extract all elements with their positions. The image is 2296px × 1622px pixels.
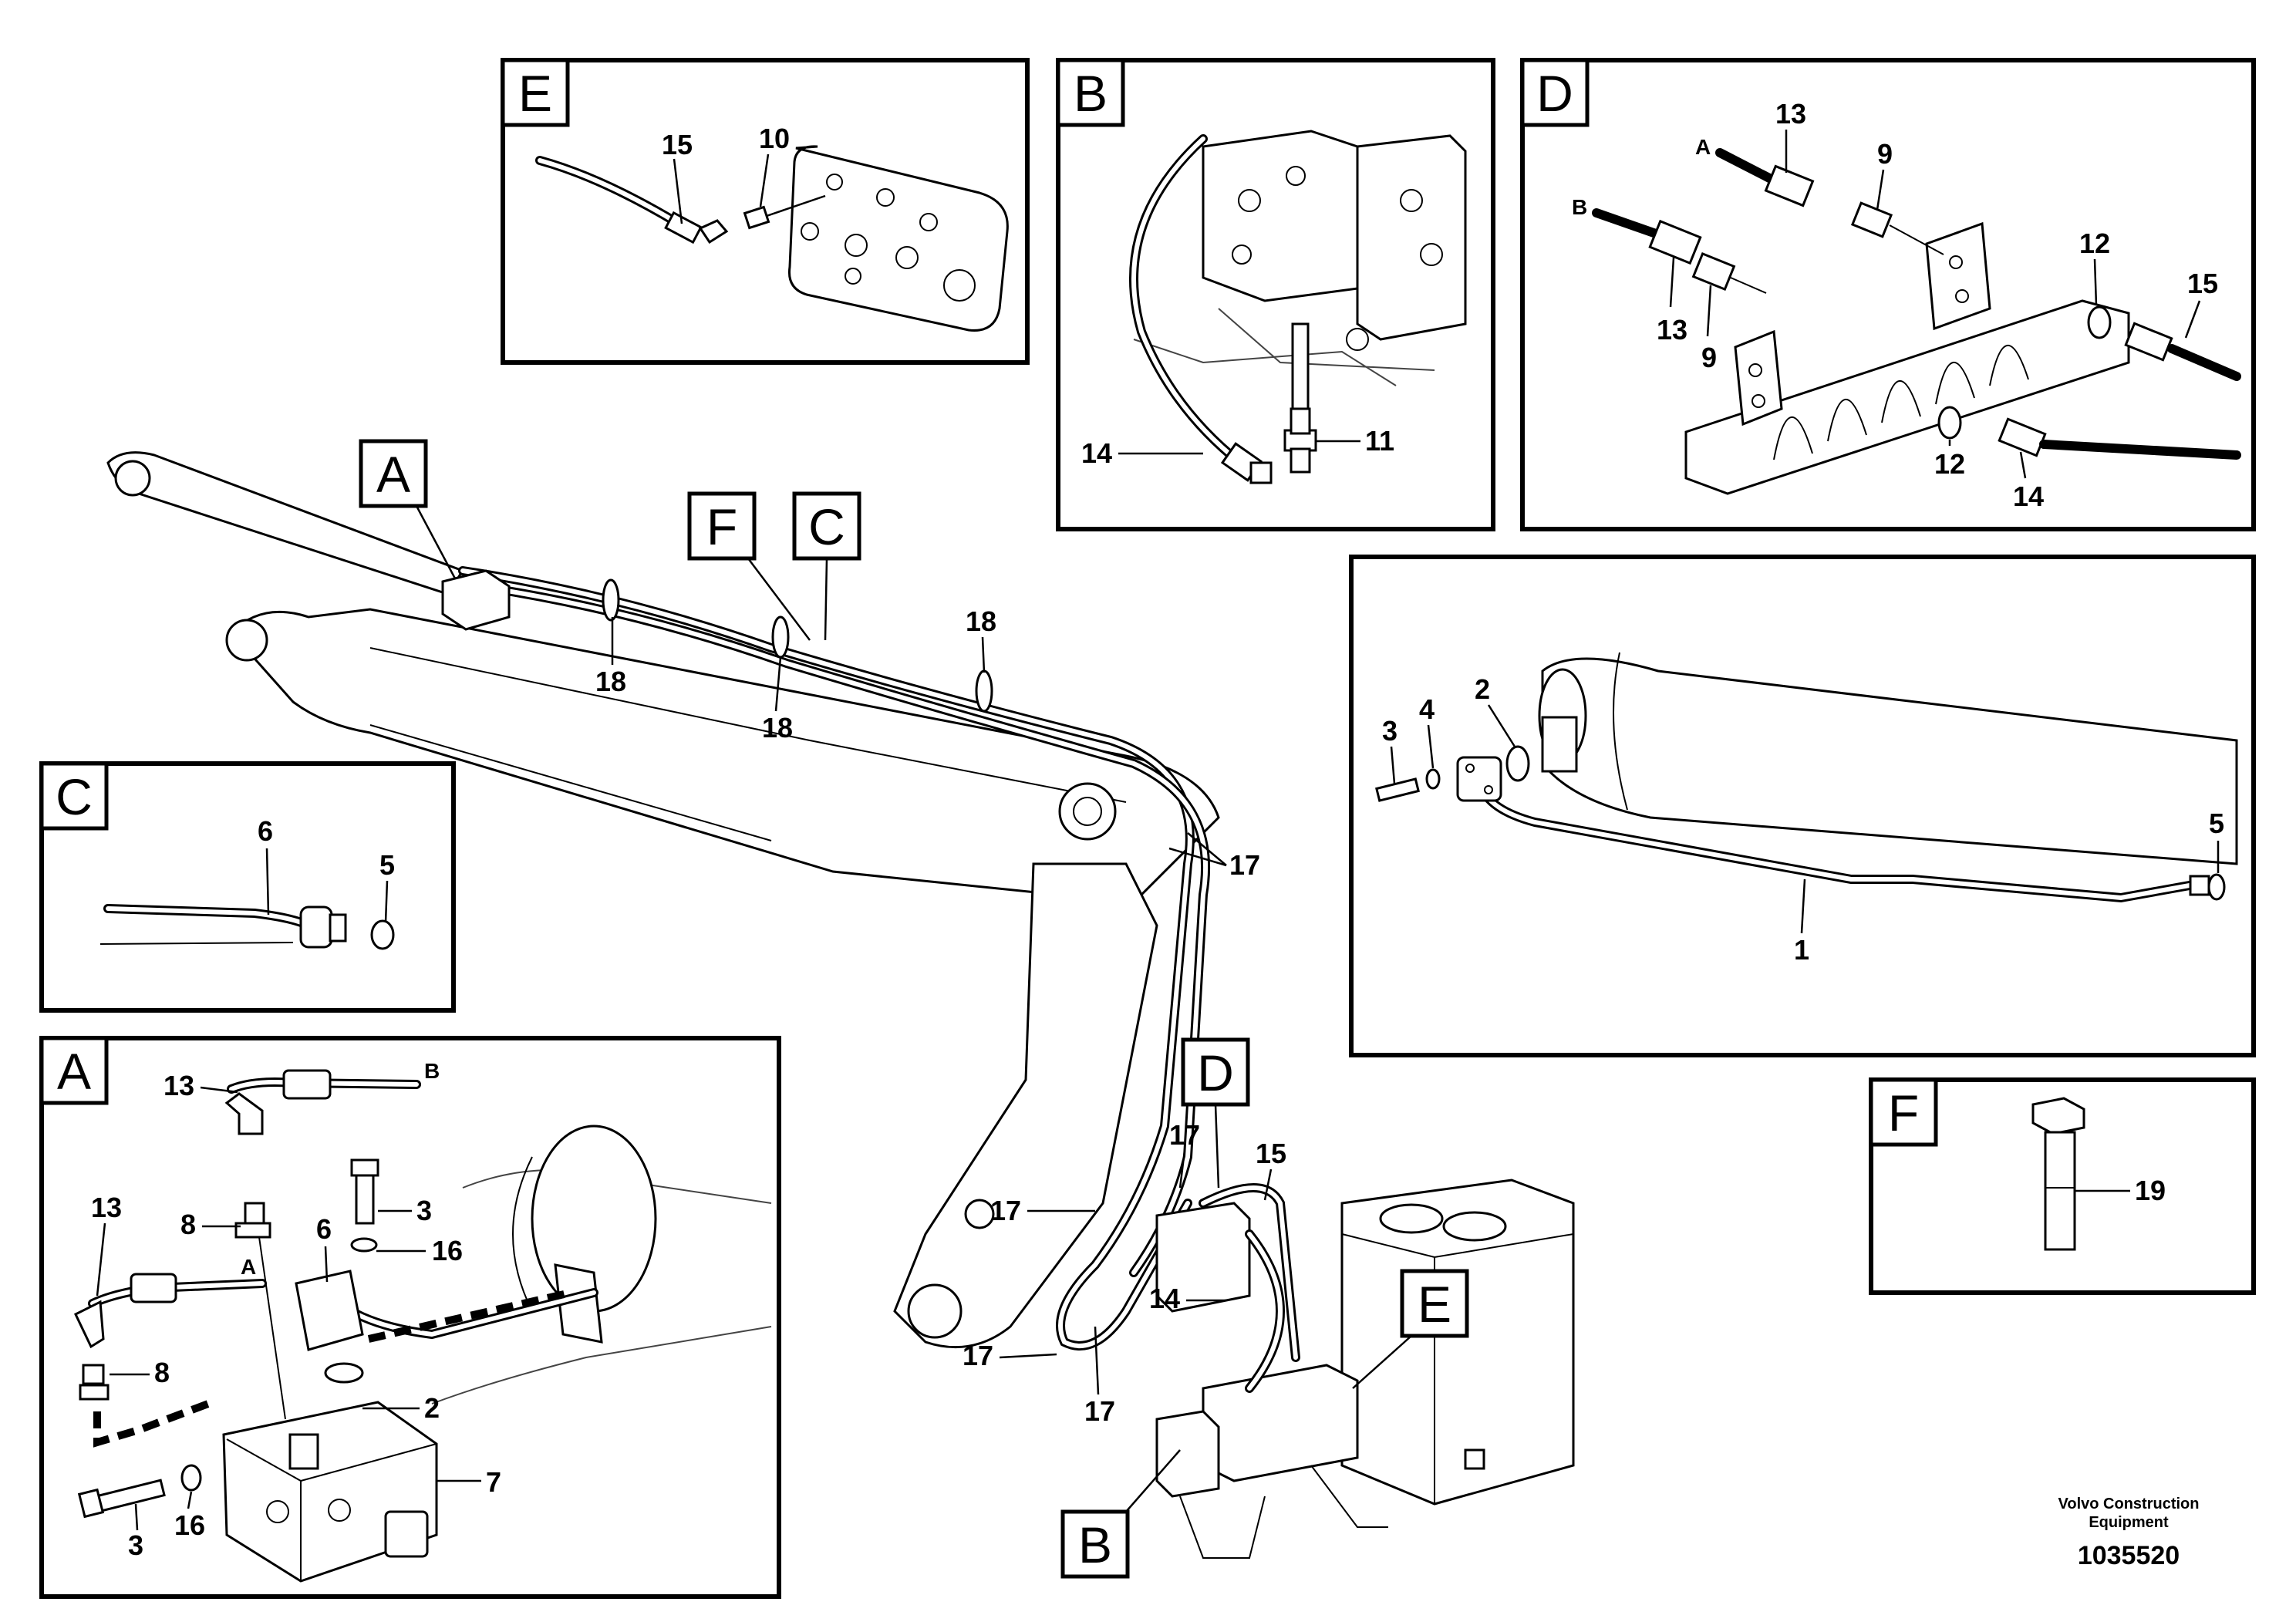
- detail-cyl-callout-1: 1: [1794, 934, 1809, 966]
- detail-d-label-b: B: [1572, 195, 1587, 219]
- main-callout-15: 15: [1256, 1138, 1286, 1169]
- detail-b-callout-11: 11: [1365, 425, 1394, 457]
- detail-b-panel: B 14 11: [1056, 58, 1495, 531]
- detail-c-callout-6: 6: [258, 815, 273, 847]
- detail-e-callout-10: 10: [759, 123, 790, 154]
- detail-a-label-b: B: [424, 1059, 440, 1083]
- detail-a-callout-3a: 3: [416, 1195, 432, 1226]
- detail-d-callout-9a: 9: [1877, 138, 1893, 170]
- detail-a-callout-2: 2: [424, 1392, 440, 1424]
- detail-a-callout-13b: 13: [91, 1192, 122, 1223]
- detail-d-callout-12b: 12: [1934, 448, 1965, 480]
- brand-line-1: Volvo Construction: [2058, 1496, 2200, 1512]
- detail-a-callout-8a: 8: [180, 1209, 196, 1240]
- detail-a-callout-6: 6: [316, 1213, 332, 1245]
- detail-a-panel: A: [39, 1036, 781, 1599]
- detail-cyl-callout-2: 2: [1475, 673, 1490, 705]
- main-callout-17d: 17: [963, 1340, 993, 1371]
- brand-line-2: Equipment: [2089, 1514, 2169, 1531]
- detail-e-callout-15: 15: [662, 129, 693, 160]
- main-callout-18b: 18: [762, 712, 793, 744]
- detail-b-callout-14: 14: [1081, 437, 1112, 469]
- main-callout-17e: 17: [1084, 1395, 1115, 1427]
- detail-d-callout-13b: 13: [1657, 314, 1687, 346]
- main-callout-18a: 18: [595, 666, 626, 697]
- detail-c-tag: C: [56, 768, 93, 825]
- drawing-footer: Volvo Construction Equipment 1035520: [2058, 1496, 2200, 1570]
- detail-a-callout-16b: 16: [174, 1509, 205, 1541]
- main-boom-view: A F C D E B 18 18 18 17 17 17 17 17 15: [106, 439, 1575, 1579]
- main-tag-c: C: [808, 498, 845, 555]
- main-callout-17a: 17: [1229, 849, 1260, 881]
- detail-cyl-callout-4: 4: [1419, 693, 1435, 725]
- detail-a-label-a: A: [241, 1255, 256, 1279]
- main-callout-18c: 18: [966, 605, 996, 637]
- detail-d-tag: D: [1536, 65, 1573, 122]
- detail-f-tag: F: [1888, 1084, 1919, 1141]
- detail-c-callout-5: 5: [379, 849, 395, 881]
- main-tag-e: E: [1418, 1276, 1451, 1333]
- drawing-number: 1035520: [2078, 1541, 2180, 1570]
- detail-a-tag: A: [57, 1043, 91, 1100]
- detail-f-callout-19: 19: [2135, 1175, 2166, 1206]
- detail-d-callout-12a: 12: [2079, 228, 2110, 259]
- detail-f-panel: F 19: [1869, 1077, 2256, 1295]
- detail-c-panel: C 6 5: [39, 761, 456, 1013]
- main-tag-a: A: [376, 446, 410, 503]
- detail-b-tag: B: [1074, 65, 1108, 122]
- detail-d-callout-13a: 13: [1775, 98, 1806, 130]
- detail-a-callout-7: 7: [486, 1466, 501, 1498]
- main-callout-17c: 17: [990, 1195, 1021, 1226]
- detail-a-callout-3b: 3: [128, 1529, 143, 1561]
- detail-e-panel: E 15 10: [501, 58, 1030, 365]
- main-tag-b: B: [1078, 1516, 1112, 1573]
- detail-d-callout-14: 14: [2013, 481, 2044, 512]
- detail-a-callout-13a: 13: [164, 1070, 194, 1101]
- main-callout-14: 14: [1149, 1283, 1180, 1314]
- detail-d-callout-15: 15: [2187, 268, 2218, 299]
- main-tag-f: F: [706, 498, 737, 555]
- detail-d-panel: D A B 13 9 13 9: [1520, 58, 2256, 531]
- detail-e-tag: E: [518, 65, 552, 122]
- detail-d-label-a: A: [1695, 135, 1711, 159]
- main-tag-d: D: [1197, 1044, 1234, 1101]
- detail-cyl-callout-5: 5: [2209, 808, 2224, 839]
- main-callout-17b: 17: [1169, 1119, 1200, 1151]
- detail-a-callout-8b: 8: [154, 1357, 170, 1388]
- detail-a-callout-16a: 16: [432, 1235, 463, 1266]
- detail-d-callout-9b: 9: [1701, 342, 1717, 373]
- detail-cyl-callout-3: 3: [1382, 715, 1397, 747]
- detail-cylinder-panel: 3 4 2 5 1: [1349, 555, 2256, 1057]
